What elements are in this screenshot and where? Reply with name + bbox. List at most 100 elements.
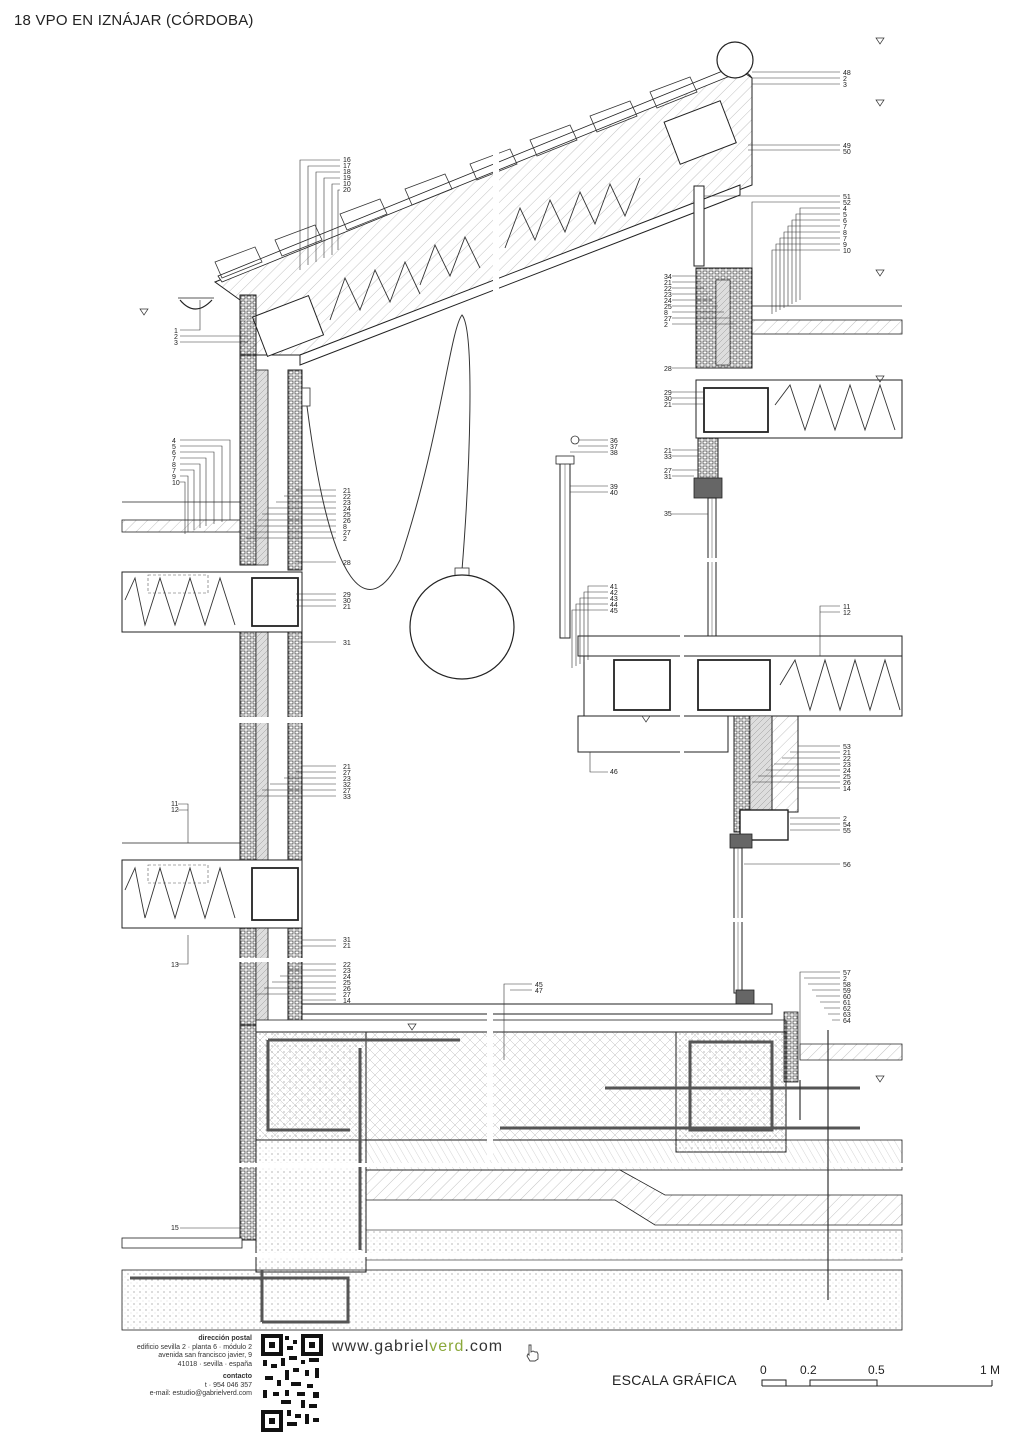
callout-left_wall_a-5: 7 xyxy=(172,468,176,475)
callout-left_mid-1: 27 xyxy=(343,770,351,777)
callout-right_parapet-3: 23 xyxy=(664,292,672,299)
address-line-3: 41018 · sevilla · españa xyxy=(177,1360,252,1368)
callout-roof_left-5: 20 xyxy=(343,187,351,194)
callout-right_11-0: 11 xyxy=(843,604,850,611)
hand-cursor-icon xyxy=(526,1344,539,1362)
callout-eave-1: 2 xyxy=(174,334,178,341)
callout-left_wall_b-8: 2 xyxy=(343,536,347,543)
callout-window_low-0: 41 xyxy=(610,584,618,591)
callout-right_54-1: 54 xyxy=(843,822,851,829)
callout-left_wall_b-4: 25 xyxy=(343,512,351,519)
callout-roof_left-3: 19 xyxy=(343,175,351,182)
callout-right_28-0: 28 xyxy=(664,366,672,373)
callout-roof_right_b-1: 50 xyxy=(843,149,851,156)
callout-right_parapet-0: 34 xyxy=(664,274,672,281)
callout-left_low-4: 26 xyxy=(343,986,351,993)
callout-left_mid-3: 32 xyxy=(343,782,351,789)
callout-left_slab-2: 21 xyxy=(343,604,351,611)
scale-tick-0: 0 xyxy=(760,1363,767,1377)
callout-right_27-0: 27 xyxy=(664,468,672,475)
callout-right_57-4: 60 xyxy=(843,994,851,1001)
callout-right_top-5: 7 xyxy=(843,224,847,231)
callout-right_parapet-2: 22 xyxy=(664,286,672,293)
callout-roof_left-0: 16 xyxy=(343,157,351,164)
callout-window_top-2: 38 xyxy=(610,450,618,457)
qr-code-icon[interactable] xyxy=(261,1334,323,1432)
callout-left_low-5: 27 xyxy=(343,992,351,999)
callout-right_53-5: 25 xyxy=(843,774,851,781)
callout-left_11-0: 11 xyxy=(171,801,178,808)
callout-left_31b-1: 21 xyxy=(343,943,351,950)
web-accent: verd xyxy=(429,1338,465,1355)
scale-title: ESCALA GRÁFICA xyxy=(612,1372,737,1388)
callout-right_57-5: 61 xyxy=(843,1000,851,1007)
callout-left_mid-0: 21 xyxy=(343,764,351,771)
callout-right_57-2: 58 xyxy=(843,982,851,989)
callout-right_top-9: 10 xyxy=(843,248,851,255)
callout-roof_left-1: 17 xyxy=(343,163,351,170)
website-link[interactable]: www.gabrielverd.com xyxy=(332,1338,503,1356)
callout-right_top-8: 9 xyxy=(843,242,847,249)
callout-right_35-0: 35 xyxy=(664,511,672,518)
callout-right_53-7: 14 xyxy=(843,786,851,793)
footer: dirección postal edificio sevilla 2 · pl… xyxy=(0,1330,1024,1448)
callout-left_wall_b-0: 21 xyxy=(343,488,351,495)
callout-right_53-6: 26 xyxy=(843,780,851,787)
contact-label: contacto xyxy=(222,1373,252,1380)
callout-left_15-0: 15 xyxy=(171,1225,179,1232)
leader-lines xyxy=(178,71,840,1229)
level-marks xyxy=(139,37,885,1083)
callout-right_57-7: 63 xyxy=(843,1012,851,1019)
callout-left_low-2: 24 xyxy=(343,974,351,981)
callout-left_mid-4: 27 xyxy=(343,788,351,795)
callout-left_slab-1: 30 xyxy=(343,598,351,605)
callout-left_mid-5: 33 xyxy=(343,794,351,801)
callout-right_top-1: 52 xyxy=(843,200,851,207)
email-link[interactable]: e-mail: estudio@gabrielverd.com xyxy=(149,1390,252,1397)
callout-right_53-3: 23 xyxy=(843,762,851,769)
callout-right_57-0: 57 xyxy=(843,970,851,977)
page-title: 18 VPO EN IZNÁJAR (CÓRDOBA) xyxy=(14,12,254,29)
callout-roof_right-2: 3 xyxy=(843,82,847,89)
callout-left_31b-0: 31 xyxy=(343,937,351,944)
callout-left_wall_b-5: 26 xyxy=(343,518,351,525)
callout-right_57-1: 2 xyxy=(843,976,847,983)
callout-roof_right_b-0: 49 xyxy=(843,143,851,150)
callout-window_top-1: 37 xyxy=(610,444,618,451)
contact-block: dirección postal edificio sevilla 2 · pl… xyxy=(110,1335,252,1399)
callout-right_27-1: 31 xyxy=(664,474,672,481)
right-middle-slab xyxy=(577,630,903,760)
callout-right_57-8: 64 xyxy=(843,1018,851,1025)
callout-left_13-0: 13 xyxy=(171,962,179,969)
postal-label: dirección postal xyxy=(198,1335,252,1342)
callout-right_54-2: 55 xyxy=(843,828,851,835)
ground-floor xyxy=(120,1003,910,1331)
callout-window_mid-1: 40 xyxy=(610,490,618,497)
callout-right_57-6: 62 xyxy=(843,1006,851,1013)
callout-right_slab-1: 30 xyxy=(664,396,672,403)
callout-right_top-0: 51 xyxy=(843,194,851,201)
callout-left_wall_a-1: 5 xyxy=(172,444,176,451)
scale-tick-2: 0.5 xyxy=(868,1363,885,1377)
callout-right_top-4: 6 xyxy=(843,218,847,225)
address-line-2: avenida san francisco javier, 9 xyxy=(158,1352,252,1359)
callout-left_slab-0: 29 xyxy=(343,592,351,599)
callout-window_low-4: 45 xyxy=(610,608,618,615)
callout-roof_right-1: 2 xyxy=(843,76,847,83)
callout-floor_45-1: 47 xyxy=(535,988,543,995)
callout-left_wall_a-4: 8 xyxy=(172,462,176,469)
callout-right_54-0: 2 xyxy=(843,816,847,823)
callout-right_56-0: 56 xyxy=(843,862,851,869)
callout-right_53-2: 22 xyxy=(843,756,851,763)
callout-left_low-6: 14 xyxy=(343,998,351,1005)
callout-right_top-2: 4 xyxy=(843,206,847,213)
callout-window_low-2: 43 xyxy=(610,596,618,603)
callout-right_21-1: 33 xyxy=(664,454,672,461)
callout-right_53-4: 24 xyxy=(843,768,851,775)
callout-left_wall_a-6: 9 xyxy=(172,474,176,481)
callout-right_parapet-5: 25 xyxy=(664,304,672,311)
callout-left_wall_a-2: 6 xyxy=(172,450,176,457)
callout-left_11-1: 12 xyxy=(171,807,179,814)
callout-right_top-6: 8 xyxy=(843,230,847,237)
